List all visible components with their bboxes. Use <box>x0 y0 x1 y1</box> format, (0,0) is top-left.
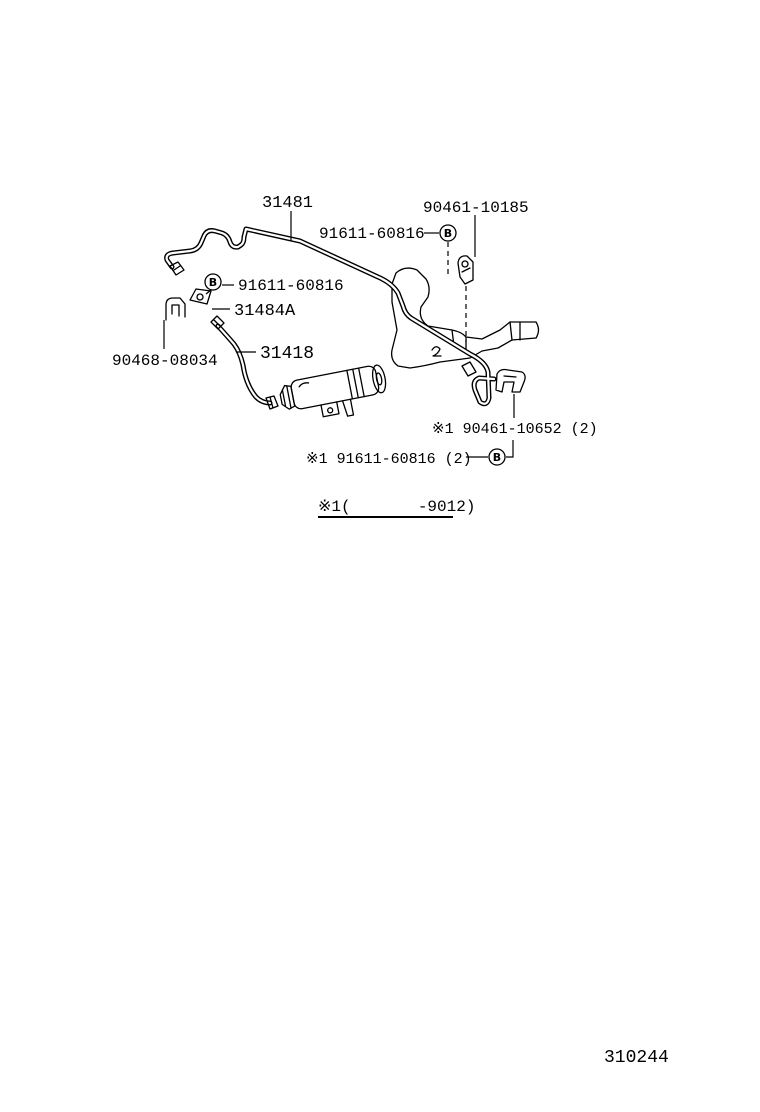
label-bracket: 31484A <box>234 302 296 321</box>
footnote-applicability: ※1( -9012) <box>318 498 475 516</box>
b-marker-left: B <box>204 273 222 291</box>
label-pipe: 31481 <box>262 194 313 213</box>
leader-lines <box>163 211 515 458</box>
hose-fitting-bottom <box>265 395 279 410</box>
hose-fitting-top <box>210 315 225 330</box>
b-marker-upper: B <box>439 224 457 242</box>
figure-number: 310244 <box>604 1048 669 1068</box>
label-bolt-left: 91611-60816 <box>238 277 344 295</box>
hose-bracket <box>189 288 212 305</box>
release-cylinder <box>279 364 387 418</box>
master-cylinder <box>390 267 540 369</box>
b-marker-lower-label: B <box>493 451 501 464</box>
pipe-flare-nut-left <box>169 261 185 276</box>
hose-clip-left <box>165 297 186 321</box>
clutch-pipe <box>164 226 497 407</box>
pipe-clip-top <box>457 255 474 285</box>
b-marker-lower: B <box>488 448 506 466</box>
b-marker-left-label: B <box>209 276 217 289</box>
label-clip-left: 90468-08034 <box>112 352 218 370</box>
label-hose: 31418 <box>260 344 314 364</box>
label-bolt-upper: 91611-60816 <box>319 225 425 243</box>
pipe-clip-right <box>495 368 526 393</box>
label-bolt-lower: ※1 91611-60816 (2) <box>306 451 472 468</box>
label-clip-top: 90461-10185 <box>423 199 529 217</box>
label-clip-right: ※1 90461-10652 (2) <box>432 421 598 438</box>
pipe-flare-nut-right <box>461 361 477 377</box>
b-marker-upper-label: B <box>444 227 452 240</box>
clutch-hose <box>215 323 273 406</box>
